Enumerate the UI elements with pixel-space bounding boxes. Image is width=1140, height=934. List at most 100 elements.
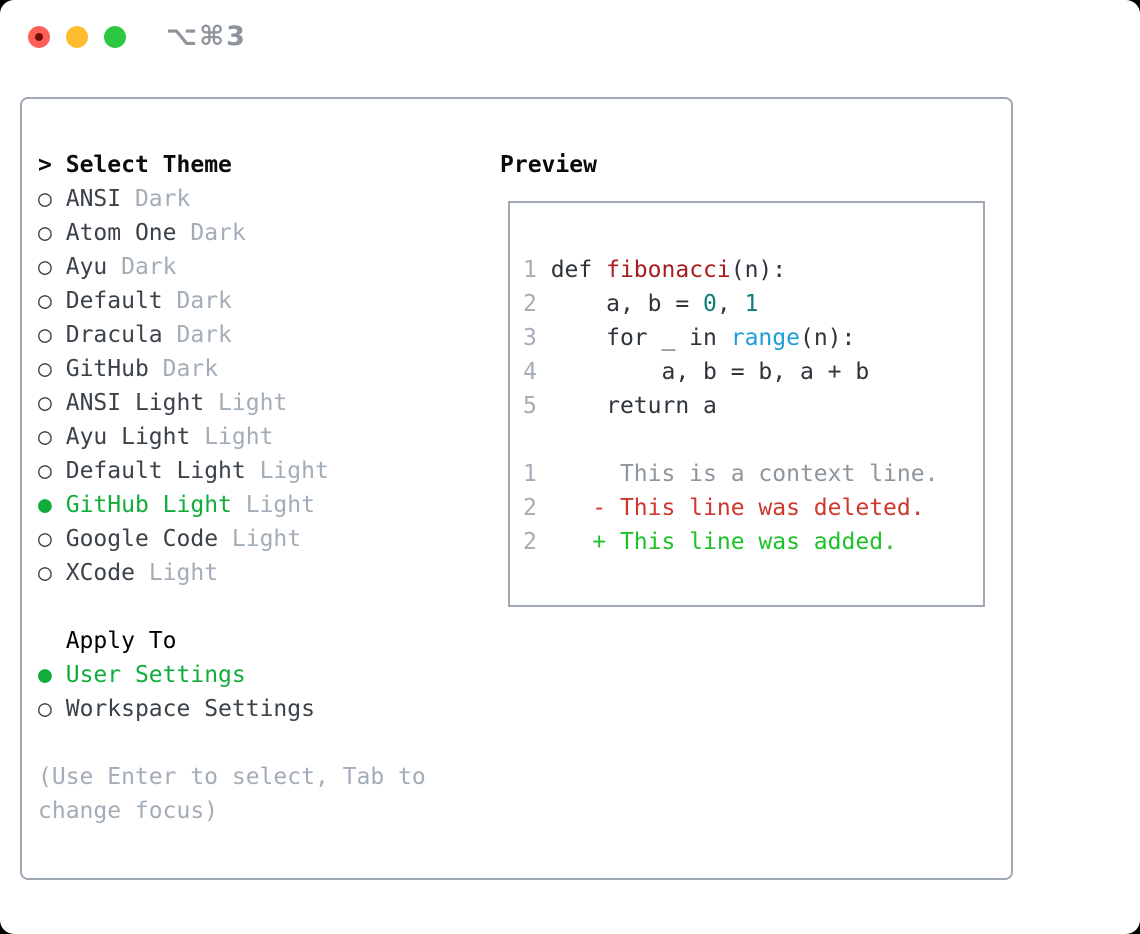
code-token-code: for _ in [536,325,731,351]
code-token-code [537,495,592,521]
apply-to-option[interactable]: ○ Workspace Settings [38,692,315,726]
radio-unselected-icon: ○ [38,696,52,722]
code-token-lineno: 2 [523,291,537,317]
radio-unselected-icon: ○ [38,356,52,382]
option-label: Atom One [65,220,177,246]
option-label: Default [65,288,163,314]
code-token-code [537,529,592,555]
option-variant-label: Dark [162,288,232,314]
radio-unselected-icon: ○ [38,186,52,212]
theme-option[interactable]: ○ Dracula Dark [38,318,329,352]
code-line: 1 This is a context line. [523,457,983,491]
close-button[interactable] [28,26,50,48]
code-token-del: - This line was deleted. [592,495,925,521]
code-token-code: return a [536,393,717,419]
option-label: User Settings [65,662,246,688]
option-label: Google Code [65,526,219,552]
theme-list: ○ ANSI Dark○ Atom One Dark○ Ayu Dark○ De… [38,182,329,590]
code-line: 5 return a [523,389,983,423]
option-variant-label: Dark [176,220,246,246]
apply-to-option[interactable]: ● User Settings [38,658,315,692]
window-title: ⌥⌘3 [166,21,247,52]
option-label: XCode [65,560,135,586]
theme-option[interactable]: ○ ANSI Light Light [38,386,329,420]
option-variant-label: Light [204,390,288,416]
code-token-num: 0 [703,291,717,317]
code-line [523,219,983,253]
theme-option[interactable]: ○ ANSI Dark [38,182,329,216]
code-line: 2 a, b = 0, 1 [523,287,983,321]
option-variant-label: Light [134,560,219,586]
option-variant-label: Dark [148,356,219,382]
option-label: Default Light [65,458,246,484]
option-label: GitHub [65,356,149,382]
code-token-add: + This line was added. [592,529,897,555]
code-token-func: fibonacci [606,257,731,283]
code-token-lineno: 1 [523,257,537,283]
radio-selected-icon: ● [38,662,52,688]
code-token-code: def [536,257,607,283]
code-token-lineno: 5 [523,393,537,419]
hint-line: (Use Enter to select, Tab to [38,764,426,790]
code-token-ctx: This is a context line. [536,461,939,487]
code-token-code: a, b = b, a + b [536,359,870,385]
theme-option[interactable]: ○ Google Code Light [38,522,329,556]
code-token-lineno: 2 [523,529,537,555]
radio-unselected-icon: ○ [38,560,52,586]
zoom-button[interactable] [104,26,126,48]
code-token-code: , [716,291,745,317]
code-token-code: a, b = [536,291,704,317]
radio-selected-icon: ● [38,492,52,518]
option-label: Ayu [65,254,108,280]
option-label: Workspace Settings [65,696,315,722]
code-line [523,423,983,457]
code-token-lineno: 2 [523,495,537,521]
unsaved-changes-dot-icon [35,33,43,41]
option-label: Ayu Light [65,424,191,450]
option-variant-label: Light [245,458,329,484]
code-line: 3 for _ in range(n): [523,321,983,355]
option-label: ANSI [65,186,122,212]
minimize-button[interactable] [66,26,88,48]
radio-unselected-icon: ○ [38,390,52,416]
radio-unselected-icon: ○ [38,322,52,348]
radio-unselected-icon: ○ [38,288,52,314]
code-token-lineno: 3 [523,325,537,351]
radio-unselected-icon: ○ [38,254,52,280]
theme-option[interactable]: ● GitHub Light Light [38,488,329,522]
code-line: 2 - This line was deleted. [523,491,983,525]
code-line: 2 + This line was added. [523,525,983,559]
titlebar: ⌥⌘3 [0,0,1140,74]
option-label: ANSI Light [65,390,205,416]
theme-option[interactable]: ○ Default Dark [38,284,329,318]
radio-unselected-icon: ○ [38,458,52,484]
theme-option[interactable]: ○ Ayu Light Light [38,420,329,454]
preview-heading: Preview [500,152,597,178]
radio-unselected-icon: ○ [38,220,52,246]
theme-option[interactable]: ○ XCode Light [38,556,329,590]
code-token-lineno: 1 [523,461,537,487]
code-token-lineno: 4 [523,359,537,385]
theme-option[interactable]: ○ GitHub Dark [38,352,329,386]
option-variant-label: Light [190,424,274,450]
theme-option[interactable]: ○ Ayu Dark [38,250,329,284]
code-token-num: 1 [744,291,759,317]
code-token-code: (n): [730,257,787,283]
option-variant-label: Dark [162,322,232,348]
apply-to-heading: Apply To [65,628,177,654]
code-line [523,559,983,593]
code-line: 1 def fibonacci(n): [523,253,983,287]
theme-option[interactable]: ○ Atom One Dark [38,216,329,250]
theme-option[interactable]: ○ Default Light Light [38,454,329,488]
option-label: Dracula [65,322,163,348]
radio-unselected-icon: ○ [38,424,52,450]
apply-to-list: ● User Settings○ Workspace Settings [38,658,315,726]
keyboard-hint: (Use Enter to select, Tab to change focu… [38,760,426,828]
prompt-caret-icon: > [38,152,52,178]
option-variant-label: Dark [121,186,191,212]
option-variant-label: Dark [107,254,177,280]
code-token-builtin: range [730,325,800,351]
code-token-code: (n): [799,325,856,351]
